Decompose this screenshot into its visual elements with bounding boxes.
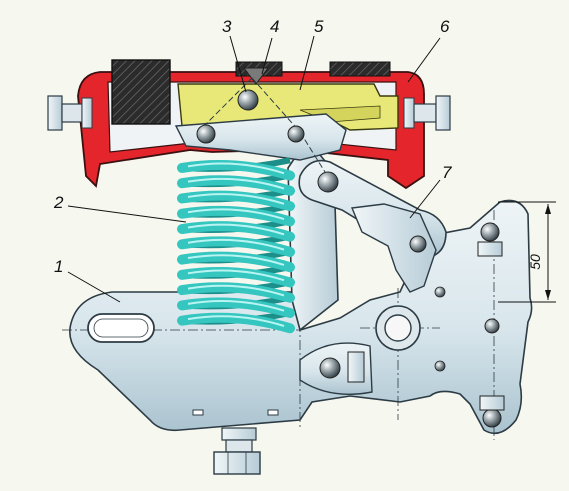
leader-line-4 (261, 37, 273, 75)
callout-1: 1 (54, 257, 63, 276)
callout-3: 3 (222, 17, 232, 36)
pivot-icon (299, 342, 373, 395)
pivot-icon (477, 222, 503, 257)
contact-plate (174, 113, 347, 161)
guide-line (199, 77, 253, 131)
leader-line-6 (407, 37, 441, 83)
spring-coil-highlight (187, 300, 285, 312)
spring-coil-highlight (187, 208, 285, 221)
spring-coil-highlight (187, 284, 285, 297)
callout-2: 2 (53, 193, 64, 212)
rivet-icon (196, 124, 216, 144)
callout-7: 7 (442, 163, 452, 182)
dimension-50: 50 (498, 201, 556, 303)
plate-hole (267, 409, 279, 416)
pivot-icon (375, 305, 421, 351)
leader-line-2 (67, 205, 187, 223)
mounting-slot (87, 313, 155, 343)
insulator-top-right (329, 61, 391, 77)
pivot-icon (317, 171, 339, 193)
leader-line-1 (67, 271, 121, 303)
pivot-icon (409, 235, 427, 253)
leader-line-5 (299, 35, 315, 91)
spring-coil-highlight (187, 193, 285, 205)
spring-coil-highlight (187, 269, 285, 282)
rivet-icon (287, 125, 305, 143)
spring (177, 157, 295, 334)
insulator-left (111, 59, 171, 125)
pivot-icon (479, 395, 505, 428)
callout-6: 6 (440, 17, 450, 36)
guide-line (251, 77, 301, 133)
spring-coil-highlight (187, 162, 285, 175)
screw-icon (47, 95, 93, 131)
spring-coil-highlight (187, 177, 285, 190)
rivet-icon (237, 89, 259, 111)
mounting-slot-inner (93, 318, 149, 338)
leader-line-7 (409, 179, 441, 219)
screw-icon (213, 427, 261, 475)
plate-hole (192, 409, 204, 416)
dimension-label: 50 (527, 254, 543, 270)
spring-coil-highlight (187, 238, 285, 251)
pivot-wedge (243, 67, 269, 85)
leader-line-3 (229, 35, 247, 93)
spring-coil-highlight (187, 254, 285, 266)
spring-coil-highlight (187, 223, 285, 236)
callout-5: 5 (314, 17, 324, 36)
spring-coil-highlight (187, 315, 285, 327)
screw-icon (403, 95, 451, 131)
lever-lower (350, 203, 437, 293)
pivot-icon (484, 318, 500, 334)
rivet-icon (434, 360, 446, 372)
callout-4: 4 (270, 17, 279, 36)
rivet-icon (434, 286, 446, 298)
